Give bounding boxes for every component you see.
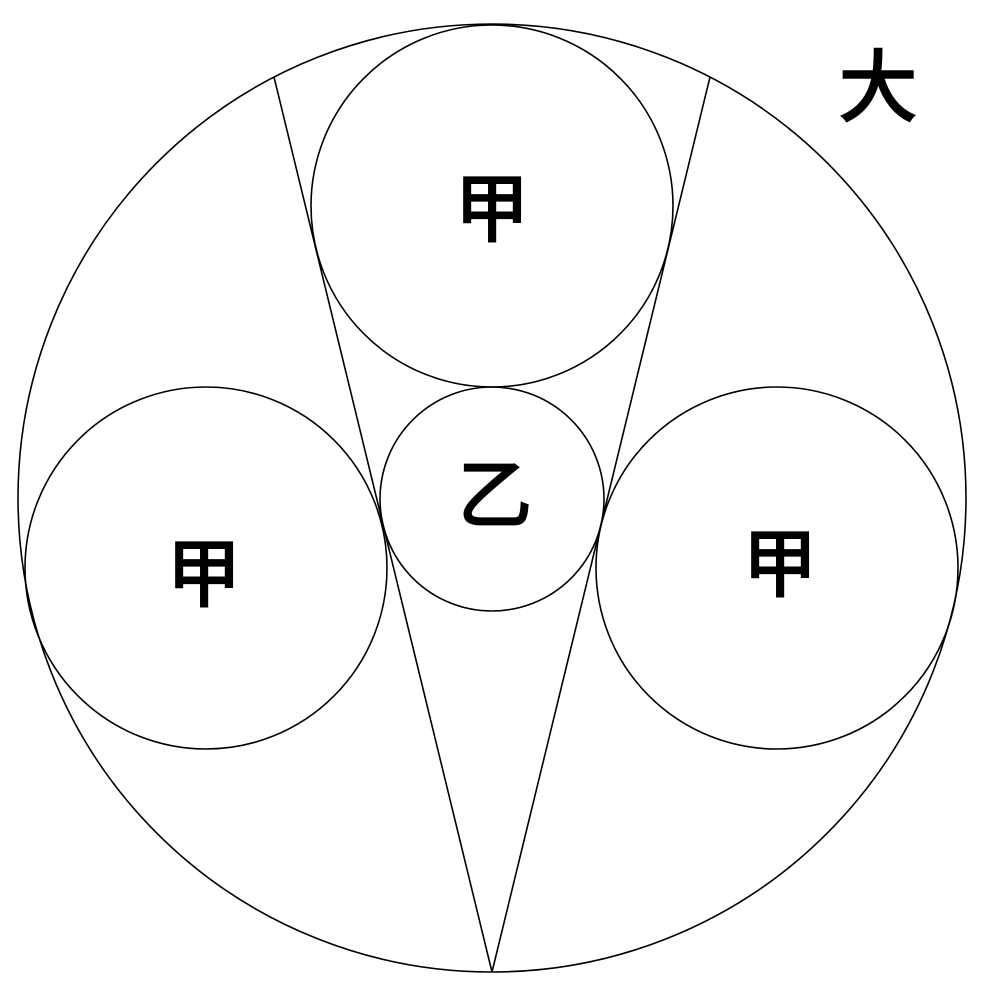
right-circle-label: 甲 [743, 522, 817, 608]
left-circle [24, 386, 388, 750]
big-circle-label: 大 [839, 43, 917, 134]
center-circle-label: 乙 [458, 453, 532, 539]
top-circle-label: 甲 [455, 167, 529, 253]
left-circle-label: 甲 [167, 532, 241, 618]
center-circle [379, 386, 605, 612]
right-circle [595, 386, 959, 750]
